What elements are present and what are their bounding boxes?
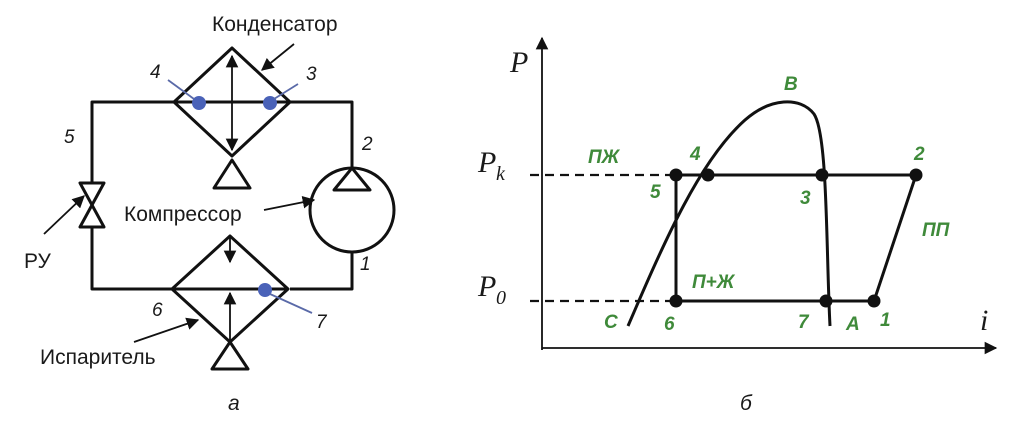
p-i-diagram: P i Pk P0 B ПЖ ПП П+Ж 4 5 3 2 C xyxy=(477,36,998,415)
condenser-outlet-triangle xyxy=(212,158,252,190)
diagram-label-A: A xyxy=(845,314,860,335)
diagram-point-4 xyxy=(701,168,715,182)
y-axis-label: P xyxy=(509,46,528,79)
x-axis-label: i xyxy=(980,304,988,337)
scheme-label-5: 5 xyxy=(64,127,75,148)
diagram-point-5 xyxy=(669,168,683,182)
scheme-label-2: 2 xyxy=(361,134,373,155)
diagram-point-1 xyxy=(867,294,881,308)
valve-pointer xyxy=(43,195,85,235)
circuit-piping xyxy=(90,100,354,291)
scheme-point-7-dot xyxy=(258,283,272,297)
diagram-caption: б xyxy=(740,392,753,415)
compressor-label: Компрессор xyxy=(124,203,242,226)
scheme-label-7: 7 xyxy=(316,312,328,333)
region-liquid-label: ПЖ xyxy=(588,147,621,168)
diagram-point-6 xyxy=(669,294,683,308)
evaporator-pointer xyxy=(133,317,200,343)
scheme-point-4-dot xyxy=(192,96,206,110)
region-vapor-label: ПП xyxy=(922,220,950,241)
scheme-point-3-dot xyxy=(263,96,277,110)
pointer-3 xyxy=(273,83,299,100)
diagram-label-4: 4 xyxy=(689,144,701,165)
condenser-label: Конденсатор xyxy=(212,13,338,36)
diagram-point-2 xyxy=(909,168,923,182)
diagram-label-1: 1 xyxy=(880,310,891,331)
pointer-4 xyxy=(167,79,195,100)
diagram-label-2: 2 xyxy=(913,144,925,165)
diagram-label-3: 3 xyxy=(800,188,811,209)
diagram-point-3 xyxy=(815,168,829,182)
p0-label: P0 xyxy=(477,270,506,309)
evaporator-triangle xyxy=(210,340,250,371)
critical-point-label: B xyxy=(784,74,798,95)
condenser xyxy=(172,46,292,190)
pk-label: Pk xyxy=(477,146,506,185)
scheme-label-6: 6 xyxy=(152,300,163,321)
diagram-point-7 xyxy=(819,294,833,308)
expansion-valve xyxy=(78,181,106,229)
diagram-label-C: C xyxy=(604,312,618,333)
condenser-pointer xyxy=(261,43,295,71)
scheme-caption: а xyxy=(228,392,240,415)
pointer-7 xyxy=(269,293,313,314)
evaporator xyxy=(170,234,290,371)
valve-label: РУ xyxy=(24,250,52,273)
compressor xyxy=(308,166,396,254)
scheme-label-1: 1 xyxy=(360,254,371,275)
scheme-label-4: 4 xyxy=(150,62,161,83)
diagram-label-5: 5 xyxy=(650,182,661,203)
compressor-triangle xyxy=(332,166,372,192)
evaporator-label: Испаритель xyxy=(40,346,156,369)
compressor-pointer xyxy=(263,196,316,211)
diagram-label-6: 6 xyxy=(664,314,675,335)
region-mixture-label: П+Ж xyxy=(692,272,736,293)
scheme-label-3: 3 xyxy=(306,64,317,85)
cycle-scheme: Конденсатор Компрессор Испаритель РУ 1 2… xyxy=(24,13,396,415)
diagram-label-7: 7 xyxy=(798,312,810,333)
